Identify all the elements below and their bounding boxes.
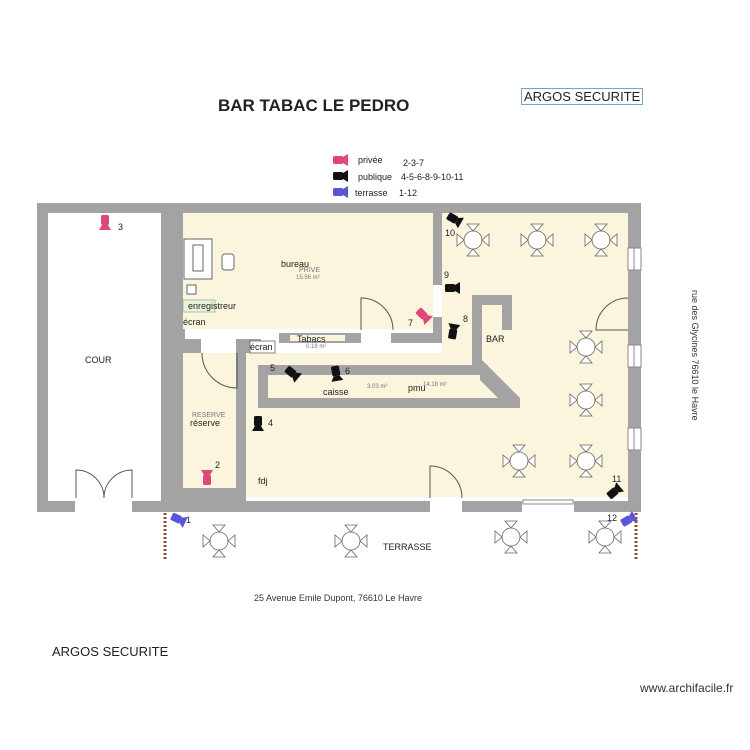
- enregistreur-label: enregistreur: [188, 301, 237, 311]
- table-with-chairs: [588, 520, 622, 554]
- legend-cams-terrace: 1-12: [399, 188, 418, 198]
- room-reserve: réserve: [190, 418, 221, 428]
- watermark: www.archifacile.fr: [640, 681, 734, 695]
- desk: [183, 238, 235, 295]
- legend-cams-private: 2-3-7: [403, 158, 425, 168]
- camera-icon-7: [413, 305, 433, 325]
- legend-cams-public: 4-5-6-8-9-10-11: [401, 172, 464, 182]
- camera-number-6: 6: [345, 366, 351, 376]
- pmu-area: 3.03 m²: [367, 384, 388, 390]
- camera-icon-3: [99, 215, 111, 230]
- camera-icon-11: [604, 482, 624, 502]
- camera-icon-4: [252, 416, 264, 431]
- reserve-floor: [183, 353, 236, 488]
- bar-area: 14.18 m²: [423, 382, 447, 388]
- camera-number-5: 5: [270, 363, 276, 373]
- ecran-label-tabacs: écran: [250, 342, 273, 352]
- table-with-chairs: [202, 524, 236, 558]
- table-with-chairs: [520, 223, 554, 257]
- camera-number-4: 4: [268, 418, 274, 428]
- camera-icon-2: [201, 470, 213, 485]
- camera-number-9: 9: [444, 270, 450, 280]
- bureau-floor: [183, 213, 433, 329]
- room-bureau: bureau: [281, 259, 310, 269]
- room-prive: PRIVE: [299, 267, 321, 274]
- camera-icon: [333, 170, 348, 182]
- camera-icon-6: [328, 365, 344, 382]
- camera-icon-10: [444, 210, 464, 229]
- legend-label-private: privée: [358, 155, 383, 165]
- table-with-chairs: [584, 223, 618, 257]
- address: 25 Avenue Emile Dupont, 76610 Le Havre: [254, 593, 422, 603]
- camera-icon: [333, 154, 348, 166]
- camera-number-11: 11: [612, 474, 622, 484]
- room-reserve-upper: RESERVE: [192, 412, 226, 419]
- camera-icon: [333, 186, 348, 198]
- table-with-chairs: [494, 520, 528, 554]
- camera-icon-1: [169, 510, 188, 528]
- brand-label-top: ARGOS SECURITE: [521, 88, 644, 105]
- camera-icon-9: [445, 282, 460, 294]
- camera-number-8: 8: [463, 314, 469, 324]
- camera-number-3: 3: [118, 222, 124, 232]
- camera-icon-12: [618, 510, 638, 529]
- tables: [202, 223, 622, 558]
- camera-icon-8: [445, 323, 461, 340]
- fdj-label: fdj: [258, 476, 268, 486]
- caisse-label: caisse: [323, 387, 349, 397]
- pmu-label: pmu: [408, 383, 426, 393]
- camera-number-7: 7: [408, 318, 414, 328]
- camera-number-10: 10: [445, 228, 456, 238]
- legend-label-public: publique: [358, 172, 393, 182]
- ecran-label-bureau: écran: [183, 317, 206, 327]
- room-tabacs: Tabacs: [297, 334, 326, 344]
- plan-title: BAR TABAC LE PEDRO: [218, 96, 410, 115]
- cour-floor: [48, 213, 161, 501]
- camera-number-1: 1: [186, 515, 192, 525]
- legend-label-terrace: terrasse: [355, 188, 388, 198]
- table-with-chairs: [334, 524, 368, 558]
- camera-icon-5: [282, 363, 302, 383]
- room-bar: BAR: [486, 334, 505, 344]
- table-with-chairs: [456, 223, 490, 257]
- room-cour: COUR: [85, 355, 112, 365]
- table-with-chairs: [569, 383, 603, 417]
- table-with-chairs: [569, 444, 603, 478]
- camera-number-12: 12: [607, 513, 618, 523]
- room-prive-area: 15.56 m²: [296, 275, 320, 281]
- table-with-chairs: [502, 444, 536, 478]
- table-with-chairs: [569, 330, 603, 364]
- room-terrasse: TERRASSE: [383, 542, 432, 552]
- room-tabacs-area: 0.18 m²: [306, 344, 327, 350]
- brand-label-bottom: ARGOS SECURITE: [52, 644, 169, 659]
- camera-number-2: 2: [215, 460, 221, 470]
